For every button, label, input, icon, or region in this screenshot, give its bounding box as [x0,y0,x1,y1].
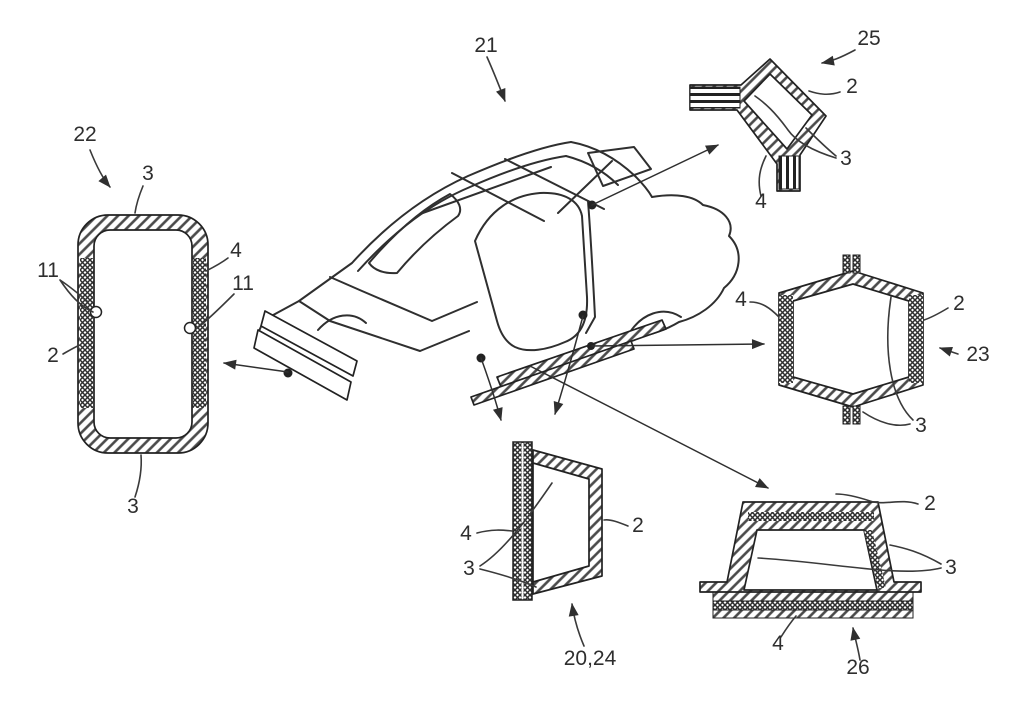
hat-right-wall-band [864,530,886,588]
marker-dot-front-bumper [283,368,293,378]
rocker-sill-upper [496,319,667,388]
label-22: 22 [73,123,96,146]
label-23: 23 [966,343,989,366]
label-26: 26 [846,656,869,679]
hat-top-core-band [748,512,874,521]
label-25-3: 3 [840,147,852,170]
label-23-2: 2 [953,292,965,315]
label-2024: 20,24 [564,647,617,670]
label-2024-2: 2 [632,514,644,537]
panel-inner-layer [712,609,914,619]
left-wall-crosshatch [779,295,793,383]
arrow-to-section-2024-a [480,357,503,421]
flange-stub-left [689,86,741,109]
reference-labels: 21 22 3 4 11 11 2 3 25 2 3 4 4 2 23 3 4 … [37,27,990,679]
front-bumper-upper-bar [260,310,358,377]
arrow-to-section-22 [223,359,289,373]
section-2024-cross-section [512,441,603,601]
section-23-cross-section [778,254,924,425]
label-25-4: 4 [755,190,767,213]
car-body-drawing [253,141,740,406]
section-22-cross-section [77,214,209,454]
arrow-to-section-2024-b [553,315,584,415]
label-25: 25 [857,27,880,50]
label-22-bot-3: 3 [127,495,139,518]
label-22-top-3: 3 [142,162,154,185]
flange-stub-bottom-a [842,405,851,425]
label-26-4: 4 [772,632,784,655]
label-23-4: 4 [735,288,747,311]
section-25-cross-section [689,58,827,192]
pointer-arrows [223,144,769,489]
seam-mark-left [89,305,103,319]
left-wall-crosshatch [80,258,93,408]
leader-lines [59,49,959,661]
marker-dot-b-pillar [578,310,588,320]
label-25-2: 2 [846,75,858,98]
section-26-cross-section [699,501,922,619]
panel-core-layer [712,600,914,611]
marker-dot-sill-rear [587,342,595,350]
label-21: 21 [474,34,497,57]
right-wall-crosshatch [909,295,923,383]
flange-stub-top-a [842,254,851,274]
label-26-3: 3 [945,556,957,579]
flange-stub-bottom-b [852,405,861,425]
label-22-4: 4 [230,239,242,262]
flange-stub-top-b [852,254,861,274]
label-2024-3: 3 [463,557,475,580]
label-23-3: 3 [915,414,927,437]
arrow-to-section-26 [529,365,769,489]
label-22-11-l: 11 [37,259,59,282]
flange-stub-bottom [778,155,800,190]
label-22-2: 2 [47,344,59,367]
rocker-sill-lower [470,340,635,406]
label-22-11-r: 11 [232,272,254,295]
panel-outer-layer [712,591,914,602]
seam-mark-right [183,321,197,335]
arrow-to-section-25 [591,144,719,206]
label-2024-4: 4 [460,522,472,545]
arrow-to-section-23 [591,339,765,350]
front-bumper-lower-bar [253,329,352,401]
right-wall-crosshatch [193,258,206,408]
label-26-2: 2 [924,492,936,515]
